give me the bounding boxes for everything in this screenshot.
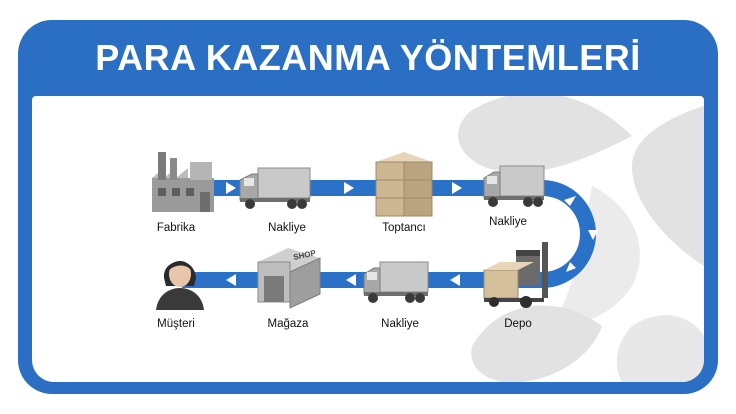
watermark-petal-bottom-right	[616, 315, 704, 382]
label-customer: Müşteri	[157, 318, 195, 330]
customer-icon	[156, 261, 204, 310]
arrow-left-3	[226, 274, 236, 286]
label-warehouse: Depo	[504, 318, 532, 330]
flow-diagram: SHOP	[152, 96, 704, 382]
shop-icon: SHOP	[257, 248, 321, 309]
label-shop: Mağaza	[267, 318, 309, 330]
arrow-right-3	[452, 182, 462, 194]
truck-icon-bottom	[363, 261, 429, 303]
arrow-curve-1	[564, 196, 576, 206]
label-wholesaler: Toptancı	[382, 222, 426, 234]
arrow-left-2	[346, 274, 356, 286]
arrow-curve-3	[566, 262, 576, 272]
page-title: PARA KAZANMA YÖNTEMLERİ	[95, 37, 641, 78]
direction-arrows	[226, 182, 598, 286]
watermark-petal-right	[632, 106, 704, 266]
boxes-icon	[375, 152, 433, 217]
label-transport-top-2: Nakliye	[489, 216, 527, 228]
diagram-panel: SHOP Fabrika Nakliye Toptancı Nakliye Mü…	[32, 96, 704, 382]
watermark-petal-top	[458, 96, 632, 173]
forklift-icon	[483, 242, 548, 308]
arrow-right-2	[344, 182, 354, 194]
label-transport-top-1: Nakliye	[268, 222, 306, 234]
arrow-curve-2	[588, 230, 598, 240]
factory-icon	[152, 152, 214, 212]
watermark-petal-bottom	[471, 305, 602, 382]
label-factory: Fabrika	[156, 222, 196, 234]
watermark-petal-mid	[552, 186, 640, 326]
watermark-shapes	[458, 96, 704, 382]
label-transport-bottom: Nakliye	[381, 318, 419, 330]
truck-icon-top-1	[239, 167, 311, 209]
flow-path	[182, 180, 596, 288]
arrow-right-1	[226, 182, 236, 194]
arrow-left-1	[450, 274, 460, 286]
truck-icon-top-2	[483, 165, 545, 207]
